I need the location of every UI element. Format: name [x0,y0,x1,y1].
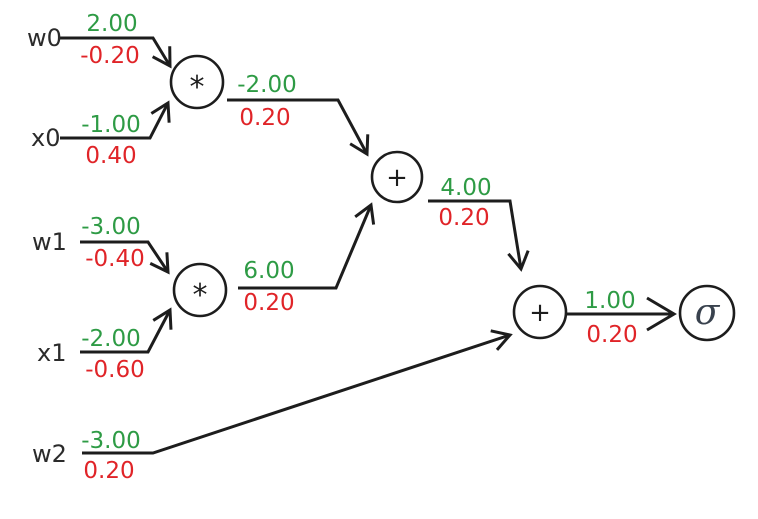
edge-x1-to-multiply-2 [80,307,173,354]
gradient-value-multiply-1-out: 0.20 [239,105,290,131]
forward-value-w0: 2.00 [86,11,137,37]
gradient-value-x1: -0.60 [85,357,145,383]
edge-w2-to-add-2 [82,329,513,455]
forward-value-x0: -1.00 [81,112,141,138]
gradient-value-add-2-out: 0.20 [586,322,637,348]
multiply-symbol: * [190,70,205,105]
gradient-value-w0: -0.20 [80,43,140,69]
edge-x0-to-multiply-1 [60,100,171,140]
input-label-x1: x1 [37,339,66,367]
input-label-w0: w0 [27,24,62,52]
forward-value-w1: -3.00 [81,214,141,240]
add-node-1: + [370,150,424,204]
gradient-value-x0: 0.40 [85,143,136,169]
multiply-node-2: * [172,262,228,318]
gradient-value-multiply-2-out: 0.20 [243,290,294,316]
forward-value-multiply-2-out: 6.00 [243,258,294,284]
gradient-value-add-1-out: 0.20 [438,205,489,231]
forward-value-add-1-out: 4.00 [440,175,491,201]
input-label-w1: w1 [32,228,67,256]
sigma-symbol: σ [695,292,721,333]
sigmoid-node: σ [678,284,736,342]
forward-value-add-2-out: 1.00 [584,288,635,314]
add-node-2: + [512,284,568,340]
multiply-symbol: * [193,278,208,313]
forward-value-x1: -2.00 [81,326,141,352]
forward-value-multiply-1-out: -2.00 [237,72,297,98]
edge-multiply-1-to-add-1 [227,98,370,157]
edge-add-1-to-add-2 [428,199,530,272]
edge-multiply-2-to-add-1 [238,202,376,290]
gradient-value-w1: -0.40 [85,246,145,272]
gradient-value-w2: 0.20 [83,458,134,484]
multiply-node-1: * [169,54,225,110]
plus-symbol: + [529,298,551,328]
input-label-x0: x0 [31,124,60,152]
forward-value-w2: -3.00 [81,428,141,454]
input-label-w2: w2 [32,440,67,468]
plus-symbol: + [386,163,408,193]
edge-w1-to-multiply-2 [80,240,170,275]
edge-w0-to-multiply-1 [60,36,172,69]
